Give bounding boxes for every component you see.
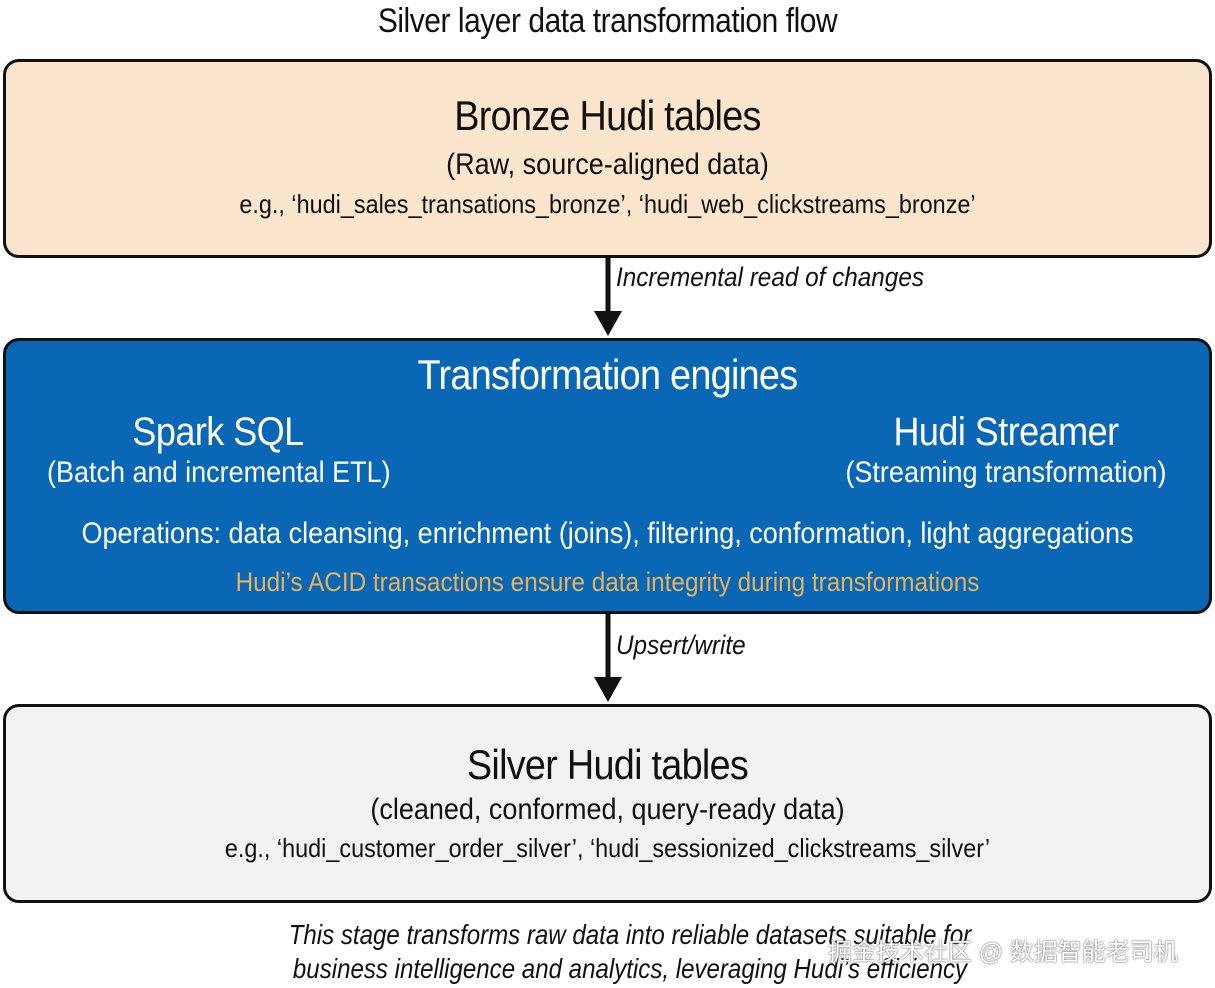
incremental-read-label: Incremental read of changes bbox=[616, 262, 924, 292]
upsert-write-label: Upsert/write bbox=[616, 630, 746, 660]
operations-text: Operations: data cleansing, enrichment (… bbox=[81, 517, 1134, 550]
arrow-down-icon bbox=[591, 258, 625, 338]
hudi-streamer-name: Hudi Streamer bbox=[893, 410, 1119, 454]
arrow-down-icon bbox=[591, 614, 625, 704]
bronze-examples: e.g., ‘hudi_sales_transations_bronze’, ‘… bbox=[239, 189, 976, 219]
footnote-line-2: business intelligence and analytics, lev… bbox=[292, 953, 968, 984]
silver-examples: e.g., ‘hudi_customer_order_silver’, ‘hud… bbox=[224, 833, 991, 863]
engines-heading: Transformation engines bbox=[417, 351, 799, 398]
hudi-streamer-engine: Hudi Streamer (Streaming transformation) bbox=[817, 409, 1195, 491]
spark-sql-desc: (Batch and incremental ETL) bbox=[47, 456, 391, 489]
diagram-title: Silver layer data transformation flow bbox=[377, 2, 838, 40]
transformation-engines-box: Transformation engines Spark SQL (Batch … bbox=[3, 338, 1212, 614]
spark-sql-engine: Spark SQL (Batch and incremental ETL) bbox=[47, 409, 391, 491]
acid-note: Hudi’s ACID transactions ensure data int… bbox=[235, 567, 980, 597]
silver-heading: Silver Hudi tables bbox=[466, 741, 749, 788]
watermark: 掘金技术社区 @ 数据智能老司机 bbox=[828, 939, 1178, 966]
footnote-line-1: This stage transforms raw data into reli… bbox=[288, 919, 972, 950]
footnote: This stage transforms raw data into reli… bbox=[243, 918, 1017, 986]
hudi-streamer-desc: (Streaming transformation) bbox=[845, 456, 1167, 489]
silver-tables-box: Silver Hudi tables (cleaned, conformed, … bbox=[3, 704, 1212, 903]
spark-sql-name: Spark SQL bbox=[132, 410, 304, 454]
silver-subheading: (cleaned, conformed, query-ready data) bbox=[370, 793, 845, 826]
bronze-tables-box: Bronze Hudi tables (Raw, source-aligned … bbox=[3, 59, 1212, 258]
bronze-heading: Bronze Hudi tables bbox=[454, 92, 761, 139]
bronze-subheading: (Raw, source-aligned data) bbox=[446, 148, 769, 181]
